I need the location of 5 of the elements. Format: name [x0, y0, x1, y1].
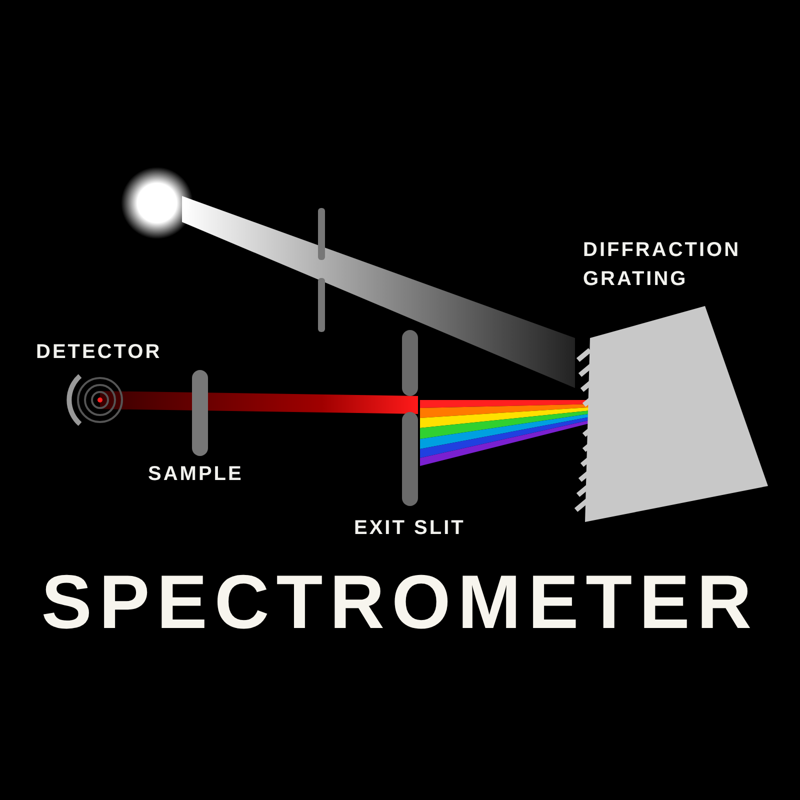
sample-label: SAMPLE — [148, 462, 244, 487]
title: SPECTROMETER — [40, 559, 760, 647]
grating-label: DIFFRACTION GRATING — [583, 238, 742, 292]
detector-label: DETECTOR — [36, 340, 163, 365]
exit-slit-label: EXIT SLIT — [354, 516, 466, 541]
